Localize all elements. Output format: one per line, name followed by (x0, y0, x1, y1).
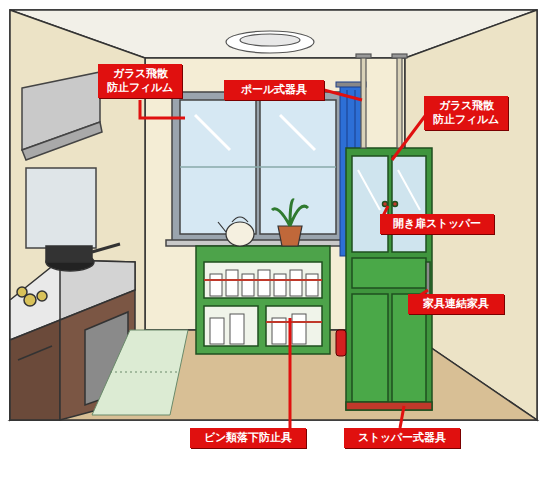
ceiling-light (226, 31, 314, 53)
kettle-and-plant (232, 217, 248, 222)
pole-braces (356, 54, 407, 148)
floor-mat (110, 372, 180, 373)
low-shelf (204, 279, 322, 281)
range-hood (22, 122, 102, 160)
stove-counter (10, 320, 60, 420)
low-shelf (274, 274, 286, 296)
low-shelf (290, 270, 302, 296)
tall-cabinet (352, 156, 388, 252)
floor-mat (92, 330, 188, 415)
low-shelf (204, 262, 322, 298)
low-shelf (230, 314, 244, 344)
fire-extinguisher (336, 330, 346, 356)
leader-lines (324, 90, 362, 100)
tall-cabinet (346, 148, 432, 410)
kettle-and-plant (218, 222, 226, 232)
low-shelf (226, 270, 238, 296)
ceiling-light (226, 31, 314, 53)
kettle-and-plant (218, 200, 308, 246)
low-shelf (242, 274, 254, 296)
low-shelf (258, 270, 270, 296)
tall-cabinet (352, 294, 388, 402)
callout-box: 家具連結家具 (408, 294, 504, 314)
low-shelf (196, 246, 330, 354)
stove-counter (18, 346, 52, 360)
callout-box: ガラス飛散 防止フィルム (98, 64, 182, 98)
pole-braces (356, 54, 371, 58)
window (195, 115, 230, 150)
tall-cabinet (392, 156, 426, 252)
tall-cabinet (398, 170, 420, 210)
callout-box: 開き扉ストッパー (380, 214, 494, 234)
leader-lines (140, 100, 185, 118)
callout-label: 家具連結家具 (414, 297, 498, 311)
range-hood (22, 72, 102, 248)
kettle-and-plant (226, 222, 254, 246)
ceiling-light (240, 34, 300, 46)
low-shelf (266, 306, 322, 346)
low-shelf (210, 318, 224, 344)
callout-label: 開き扉ストッパー (386, 217, 488, 231)
callout-label: ポール式器具 (230, 83, 318, 97)
callout-label: ビン類落下防止具 (196, 431, 300, 445)
stove-counter (17, 287, 27, 297)
callout-label: ストッパー式器具 (350, 431, 454, 445)
callout-box: ポール式器具 (224, 80, 324, 100)
tall-cabinet (346, 148, 432, 410)
leader-lines (392, 116, 425, 160)
callout-box: ガラス飛散 防止フィルム (424, 96, 508, 130)
floor-mat (92, 330, 188, 415)
window (280, 115, 315, 150)
low-shelf (306, 274, 318, 296)
room-walls (10, 10, 537, 420)
leader-lines (400, 406, 404, 428)
pole-braces (361, 56, 366, 148)
low-shelf (204, 306, 258, 346)
window (166, 92, 350, 246)
room-walls (10, 10, 537, 420)
leader-lines (140, 90, 428, 428)
low-shelf (196, 246, 330, 354)
low-shelf (210, 274, 222, 296)
low-shelf (292, 314, 306, 344)
fire-extinguisher (336, 330, 346, 356)
stove-counter (92, 244, 120, 252)
callout-box: ビン類落下防止具 (190, 428, 306, 448)
stove-counter (37, 291, 47, 301)
tall-cabinet (352, 258, 426, 288)
pole-braces (397, 56, 402, 148)
callout-label: ガラス飛散 防止フィルム (430, 99, 502, 127)
tall-cabinet (393, 202, 398, 207)
pole-braces (392, 54, 407, 58)
kettle-and-plant (278, 226, 302, 246)
window (172, 92, 344, 242)
stove-counter (46, 246, 92, 262)
range-hood (26, 168, 96, 248)
tall-cabinet (346, 402, 432, 410)
callout-box: ストッパー式器具 (344, 428, 460, 448)
tall-cabinet (358, 170, 380, 210)
kettle-and-plant (272, 200, 308, 226)
callout-label: ガラス飛散 防止フィルム (104, 67, 176, 95)
window (166, 240, 350, 246)
window (180, 166, 336, 168)
leader-lines (289, 318, 292, 428)
low-shelf (266, 321, 322, 323)
low-shelf (210, 270, 318, 344)
